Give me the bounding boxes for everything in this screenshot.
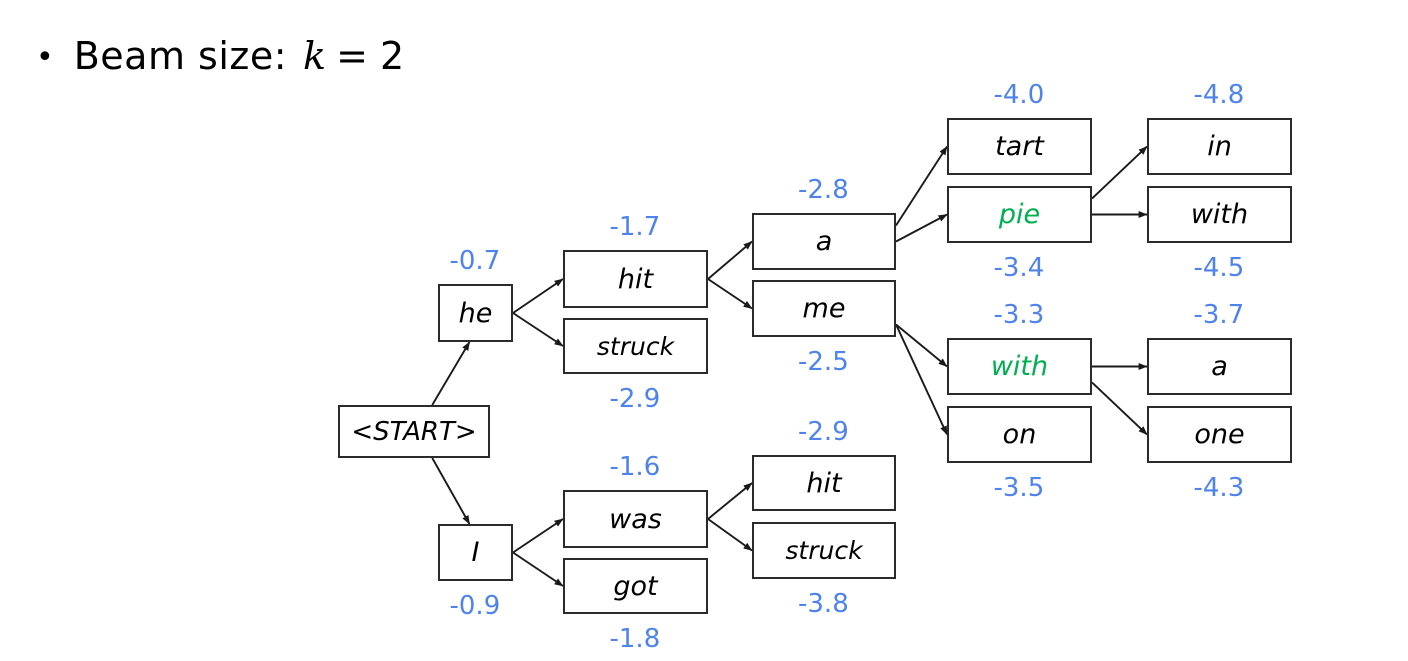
node-label: one <box>1194 419 1245 450</box>
score-he: -0.7 <box>449 246 501 276</box>
edge-hit1-to-me <box>707 278 753 310</box>
node-hit1[interactable]: hit <box>563 250 708 308</box>
edge-start-to-he <box>431 341 471 406</box>
score-pie: -3.4 <box>993 253 1045 283</box>
score-with_green: -3.3 <box>993 300 1045 330</box>
node-label: on <box>1002 419 1037 450</box>
score-i: -0.9 <box>449 591 501 621</box>
beam-size-value: = 2 <box>336 34 405 78</box>
score-hit1: -1.7 <box>609 212 661 242</box>
bullet-icon: • <box>36 40 54 75</box>
node-start[interactable]: <START> <box>338 405 490 458</box>
node-label: hit <box>617 263 654 295</box>
score-on: -3.5 <box>993 473 1045 503</box>
beam-size-variable: k <box>303 34 327 78</box>
node-with_black[interactable]: with <box>1147 186 1292 243</box>
edge-me-to-on <box>895 324 948 436</box>
node-me[interactable]: me <box>752 280 896 337</box>
node-label: struck <box>785 536 863 565</box>
score-a1: -2.8 <box>798 175 849 205</box>
edge-pie-to-in <box>1091 145 1148 200</box>
node-label: with <box>990 351 1049 382</box>
node-i[interactable]: I <box>438 524 513 581</box>
node-struck1[interactable]: struck <box>563 318 708 374</box>
edge-i-to-was <box>512 518 564 554</box>
node-label: a <box>1211 351 1228 382</box>
edge-he-to-struck1 <box>512 312 564 347</box>
score-got: -1.8 <box>609 624 661 654</box>
node-label: struck <box>596 331 675 361</box>
node-label: pie <box>998 199 1041 230</box>
score-struck1: -2.9 <box>609 384 661 414</box>
node-label: I <box>471 537 480 568</box>
edge-a1-to-tart <box>895 145 948 227</box>
node-he[interactable]: he <box>438 284 513 342</box>
page-title: • Beam size: k = 2 <box>36 34 404 78</box>
score-hit2: -2.9 <box>798 417 849 447</box>
node-one[interactable]: one <box>1147 406 1292 463</box>
score-struck2: -3.8 <box>798 589 849 619</box>
node-on[interactable]: on <box>947 406 1092 463</box>
edge-was-to-struck2 <box>707 518 753 552</box>
heading-label: Beam size: <box>73 34 288 78</box>
node-label: a <box>815 226 833 257</box>
node-label: got <box>613 570 658 602</box>
edge-i-to-got <box>512 551 564 587</box>
edge-he-to-hit1 <box>512 278 564 314</box>
score-tart: -4.0 <box>993 80 1045 110</box>
node-hit2[interactable]: hit <box>752 455 896 511</box>
edge-was-to-hit2 <box>707 482 753 520</box>
node-label: <START> <box>351 416 477 447</box>
node-label: in <box>1207 131 1232 162</box>
score-in: -4.8 <box>1193 80 1245 110</box>
edge-with_green-to-one <box>1091 381 1148 436</box>
node-a1[interactable]: a <box>752 213 896 270</box>
node-was[interactable]: was <box>563 490 708 548</box>
edge-start-to-i <box>431 457 471 525</box>
score-with_black: -4.5 <box>1193 253 1245 283</box>
node-tart[interactable]: tart <box>947 118 1092 175</box>
node-label: hit <box>806 467 842 499</box>
node-label: was <box>609 503 662 535</box>
node-a2[interactable]: a <box>1147 338 1292 395</box>
score-me: -2.5 <box>798 347 849 377</box>
node-label: with <box>1190 199 1249 230</box>
node-pie[interactable]: pie <box>947 186 1092 243</box>
edge-hit1-to-a1 <box>707 240 753 280</box>
node-struck2[interactable]: struck <box>752 522 896 579</box>
node-got[interactable]: got <box>563 558 708 614</box>
node-label: tart <box>995 131 1044 162</box>
score-was: -1.6 <box>609 452 661 482</box>
node-with_green[interactable]: with <box>947 338 1092 395</box>
edge-me-to-with_green <box>895 323 948 368</box>
score-a2: -3.7 <box>1193 300 1245 330</box>
node-in[interactable]: in <box>1147 118 1292 175</box>
score-one: -4.3 <box>1193 473 1245 503</box>
node-label: he <box>458 297 493 329</box>
node-label: me <box>802 293 846 324</box>
edge-a1-to-pie <box>895 213 948 243</box>
